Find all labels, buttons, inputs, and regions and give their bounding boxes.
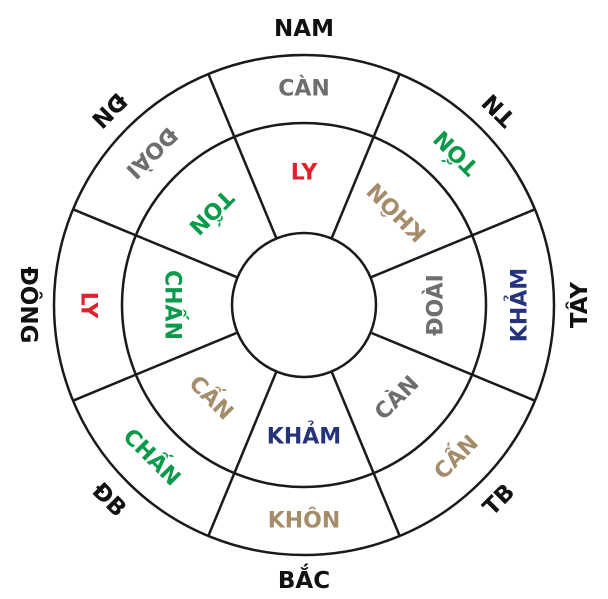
inner-trigram-northwest: CÀN (370, 371, 425, 426)
sector-divider (72, 331, 238, 402)
outer-trigram-west: KHẢM (505, 268, 533, 342)
outer-ring-labels: CÀN TỐN KHẢM CẤN KHÔN CHẤN LY ĐOÀI (76, 76, 533, 534)
outer-trigram-north: KHÔN (268, 508, 341, 534)
inner-trigram-northeast: CẤN (184, 368, 241, 425)
inner-trigram-southeast: TỐN (183, 184, 240, 241)
sector-divider (370, 331, 536, 402)
outer-ring-circle (52, 53, 556, 557)
direction-label-north: BẮC (278, 563, 330, 594)
direction-label-northwest: TB (478, 479, 520, 521)
sector-divider (207, 371, 278, 537)
inner-ring-circle (230, 231, 378, 379)
direction-label-northeast: ĐB (87, 478, 131, 522)
sector-divider (330, 73, 401, 239)
sector-divider (207, 73, 278, 239)
inner-trigram-east: CHẤN (160, 270, 189, 340)
inner-trigram-west: ĐOÀI (423, 274, 449, 336)
middle-ring-circle (120, 121, 488, 489)
direction-label-south: NAM (274, 16, 334, 42)
direction-label-southwest: TN (478, 88, 521, 131)
direction-label-southeast: ĐN (86, 87, 132, 133)
sector-dividers (72, 73, 536, 537)
outer-trigram-south: CÀN (278, 76, 330, 102)
outer-trigram-east: LY (76, 292, 101, 320)
inner-trigram-south: LY (291, 161, 319, 186)
outer-trigram-southeast: ĐOÀI (121, 122, 183, 184)
outer-trigram-southwest: TỐN (427, 125, 484, 182)
direction-label-east: ĐÔNG (15, 267, 43, 344)
inner-trigram-north: KHẢM (267, 422, 341, 450)
sector-divider (72, 208, 238, 279)
outer-trigram-northeast: CHẤN (118, 421, 188, 491)
inner-ring-labels: LY KHÔN ĐOÀI CÀN KHẢM CẤN CHẤN TỐN (160, 161, 449, 450)
outer-trigram-northwest: CẤN (427, 428, 484, 485)
inner-trigram-southwest: KHÔN (362, 177, 432, 247)
direction-labels: NAM TN TÂY TB BẮC ĐB ĐÔNG ĐN (15, 16, 593, 594)
sector-divider (370, 208, 536, 279)
direction-label-west: TÂY (565, 282, 593, 329)
sector-divider (330, 371, 401, 537)
ring-lines (52, 53, 556, 557)
